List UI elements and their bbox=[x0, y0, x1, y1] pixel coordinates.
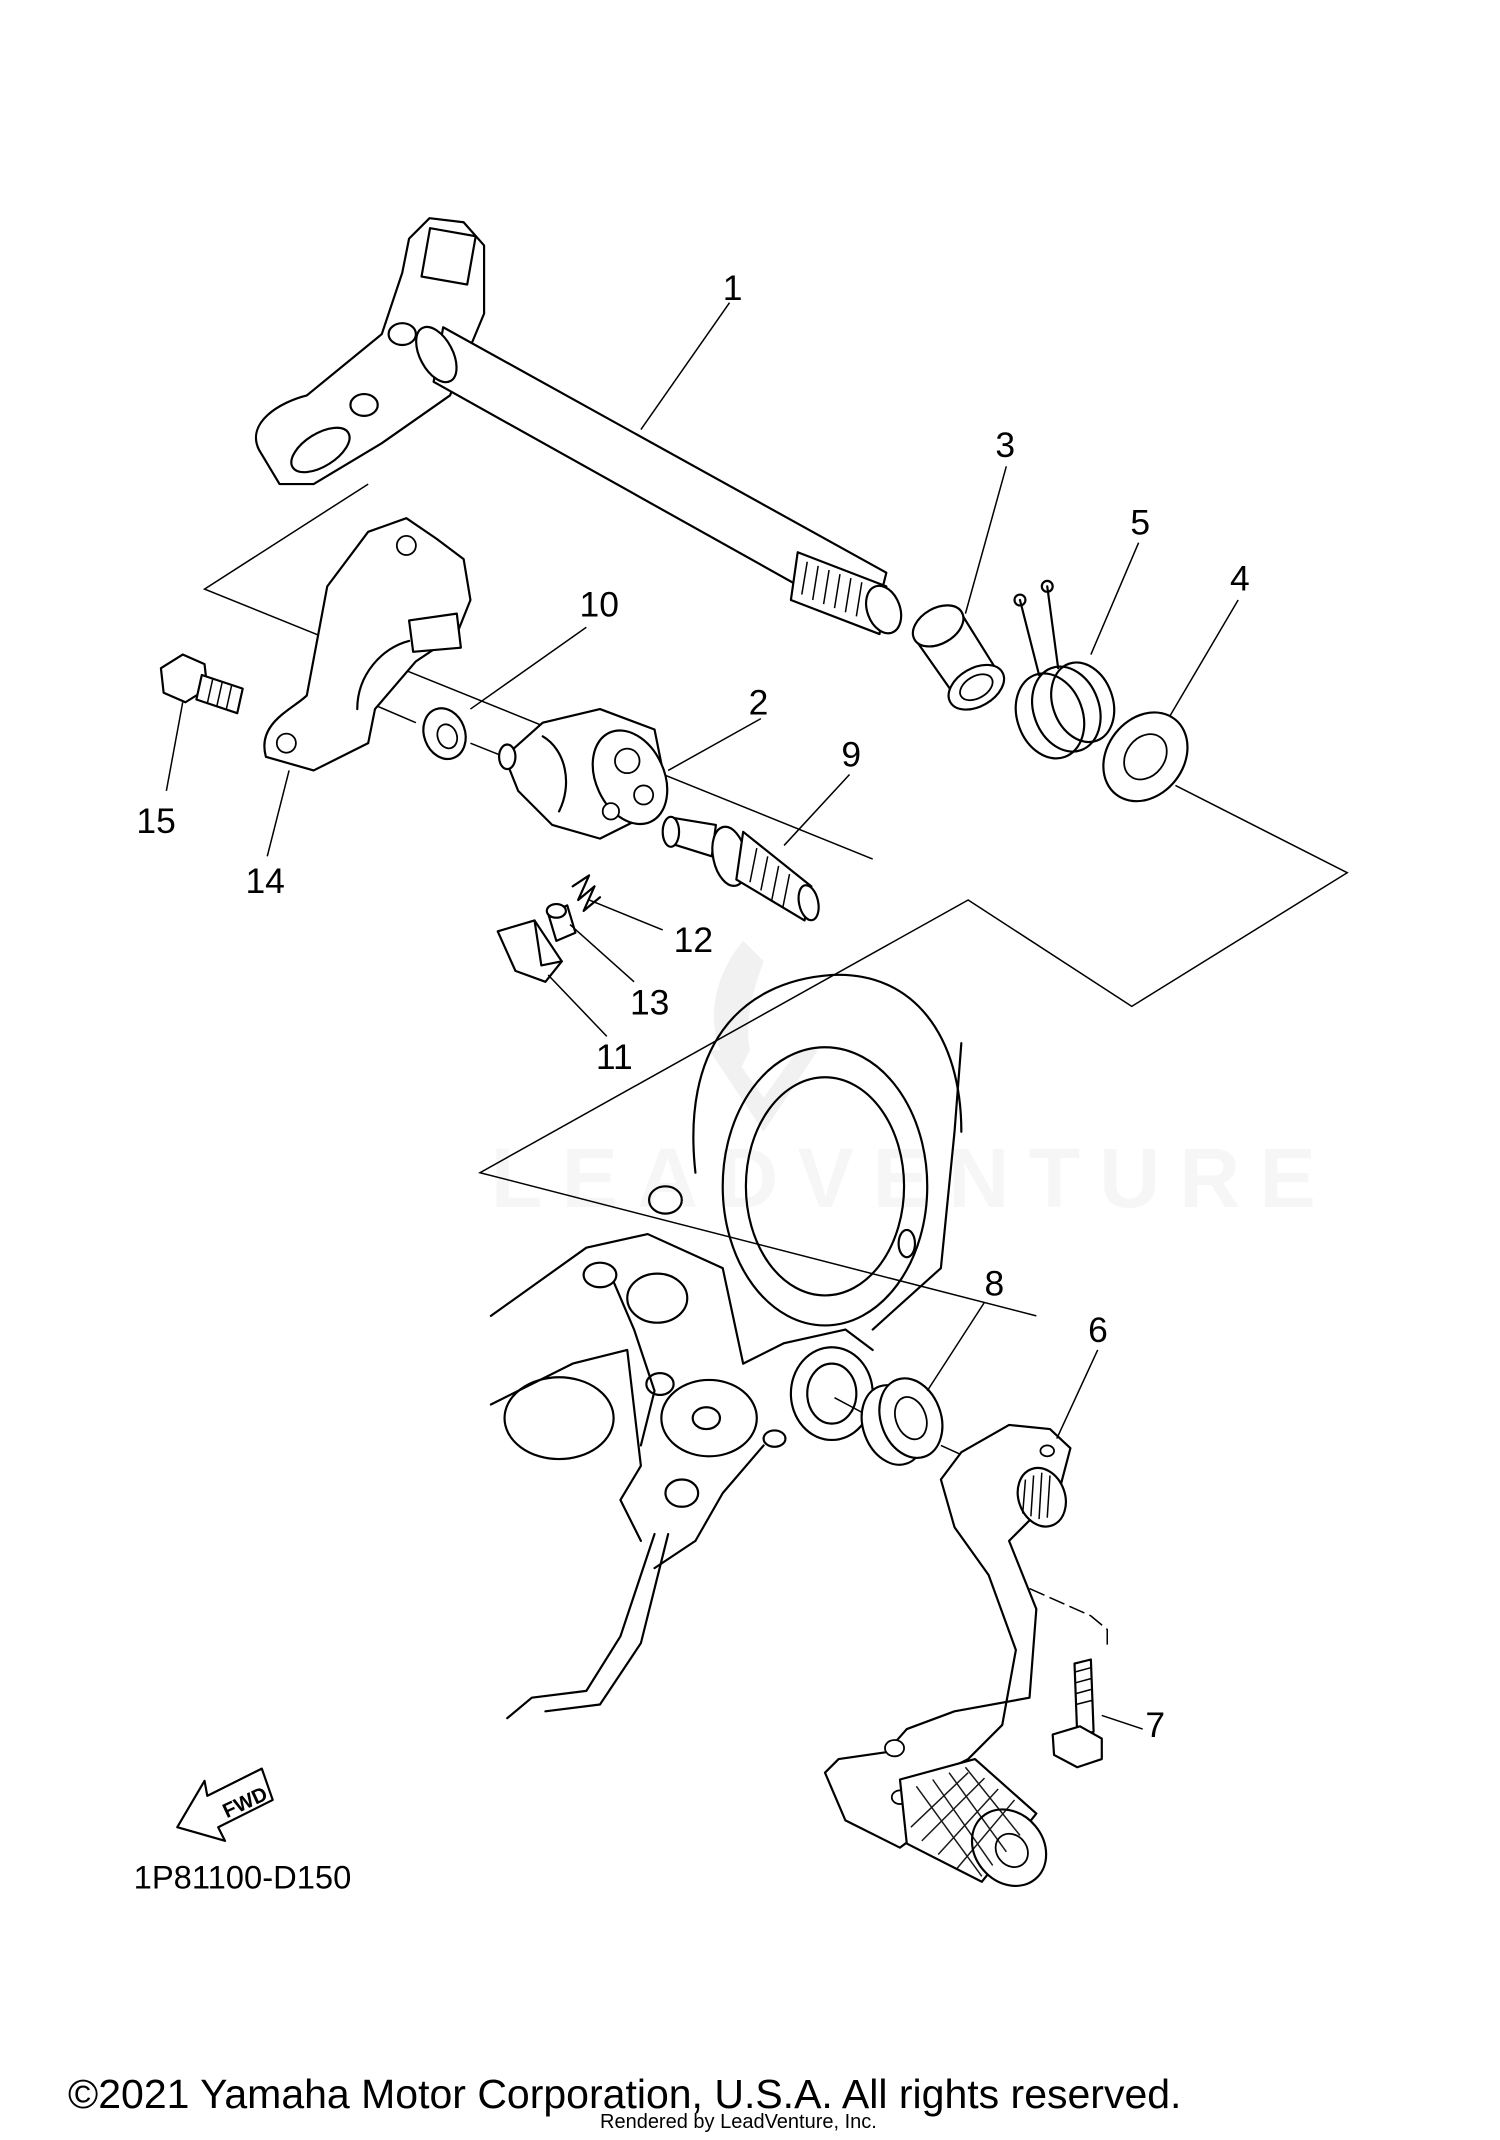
rendered-by-notice: Rendered by LeadVenture, Inc. bbox=[600, 2111, 877, 2133]
collar-part bbox=[911, 604, 1006, 711]
pedal-bolt-part bbox=[1051, 1658, 1103, 1769]
callout-4: 4 bbox=[1230, 558, 1250, 598]
callout-9: 9 bbox=[841, 734, 861, 774]
callout-15: 15 bbox=[136, 801, 175, 841]
callout-6: 6 bbox=[1088, 1310, 1108, 1350]
shift-guide-plate-part bbox=[263, 517, 472, 772]
callout-8: 8 bbox=[985, 1263, 1005, 1303]
callout-3: 3 bbox=[995, 425, 1015, 465]
washer-part bbox=[1102, 711, 1189, 803]
copyright-notice: ©2021 Yamaha Motor Corporation, U.S.A. A… bbox=[68, 2071, 1181, 2117]
shift-pawl-part bbox=[496, 919, 563, 983]
callout-10: 10 bbox=[580, 584, 619, 624]
diagram-code: 1P81100-D150 bbox=[134, 1859, 352, 1896]
torsion-spring-part bbox=[1013, 579, 1116, 760]
callout-5: 5 bbox=[1130, 503, 1150, 543]
callout-12: 12 bbox=[674, 920, 713, 960]
watermark-text: LEADVENTURE bbox=[491, 1130, 1335, 1225]
callout-1: 1 bbox=[723, 268, 743, 308]
shift-shaft-part bbox=[255, 217, 903, 636]
fwd-arrow-icon: FWD bbox=[176, 1767, 274, 1842]
leader-lines bbox=[165, 302, 1239, 1730]
callout-2: 2 bbox=[749, 683, 769, 723]
detent-pin-part bbox=[545, 902, 577, 942]
leadventure-watermark-logo: LEADVENTURE bbox=[491, 940, 1335, 1225]
callout-labels: 1 2 3 4 5 6 7 8 9 10 11 12 13 14 15 bbox=[136, 268, 1249, 1745]
shift-pedal-part bbox=[823, 1423, 1108, 1888]
callout-14: 14 bbox=[245, 861, 284, 901]
detent-spring-part bbox=[571, 874, 602, 912]
callout-11: 11 bbox=[596, 1037, 633, 1077]
crankcase-background bbox=[489, 973, 963, 1720]
callout-13: 13 bbox=[630, 983, 669, 1023]
callout-7: 7 bbox=[1145, 1705, 1165, 1745]
oil-seal-part bbox=[860, 1377, 944, 1466]
small-washer-part bbox=[422, 707, 467, 761]
stopper-bolt-part bbox=[661, 815, 820, 922]
shift-drum-segment-part bbox=[497, 707, 669, 840]
bolt-part bbox=[159, 653, 244, 715]
